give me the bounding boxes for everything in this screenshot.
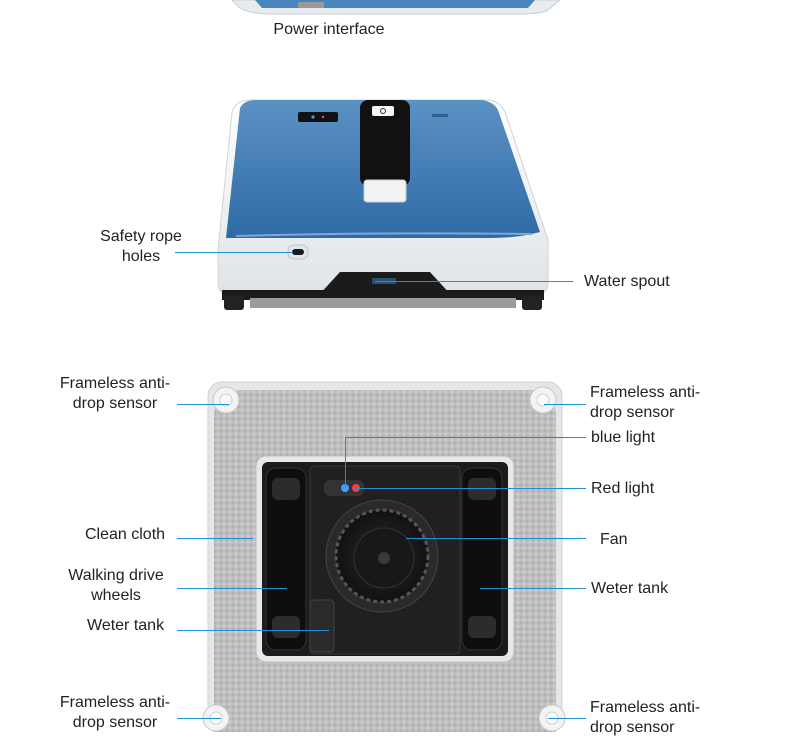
top-robot-partial xyxy=(231,0,561,15)
label-walking-drive-wheels: Walking drive wheels xyxy=(68,567,164,604)
label-weter-tank-right: Weter tank xyxy=(591,580,669,597)
leader-clean-cloth xyxy=(177,538,253,539)
label-blue-light: blue light xyxy=(591,429,656,446)
leader-sensor-bottom-left xyxy=(177,718,221,719)
label-safety-rope-holes: Safety rope holes xyxy=(100,228,182,265)
underside-robot xyxy=(202,381,566,732)
label-water-spout: Water spout xyxy=(584,273,670,290)
leader-safety-rope xyxy=(175,252,293,253)
fan-illustration xyxy=(325,499,439,613)
leader-sensor-top-left xyxy=(177,404,229,405)
label-sensor-bottom-left: Frameless anti- drop sensor xyxy=(59,694,171,731)
leader-blue-light xyxy=(345,437,586,438)
leader-red-light xyxy=(356,488,586,489)
sensor-top-right xyxy=(529,386,557,414)
label-clean-cloth: Clean cloth xyxy=(85,526,166,543)
label-weter-tank-left: Weter tank xyxy=(87,617,165,634)
label-sensor-top-right: Frameless anti- drop sensor xyxy=(590,384,701,421)
leader-fan xyxy=(406,538,586,539)
label-red-light: Red light xyxy=(591,480,655,497)
leader-walking-wheels xyxy=(177,588,287,589)
label-sensor-bottom-right: Frameless anti- drop sensor xyxy=(590,699,701,736)
sensor-top-left xyxy=(212,386,240,414)
leader-sensor-bottom-right xyxy=(548,718,586,719)
label-fan: Fan xyxy=(600,531,628,548)
leader-blue-light-vertical xyxy=(345,437,346,487)
leader-sensor-top-right xyxy=(544,404,586,405)
label-sensor-top-left: Frameless anti- drop sensor xyxy=(59,375,171,412)
side-view-robot xyxy=(217,99,549,310)
leader-weter-tank-left xyxy=(177,630,329,631)
leader-water-spout xyxy=(375,281,573,282)
leader-weter-tank-right xyxy=(480,588,586,589)
top-caption: Power interface xyxy=(273,21,385,38)
